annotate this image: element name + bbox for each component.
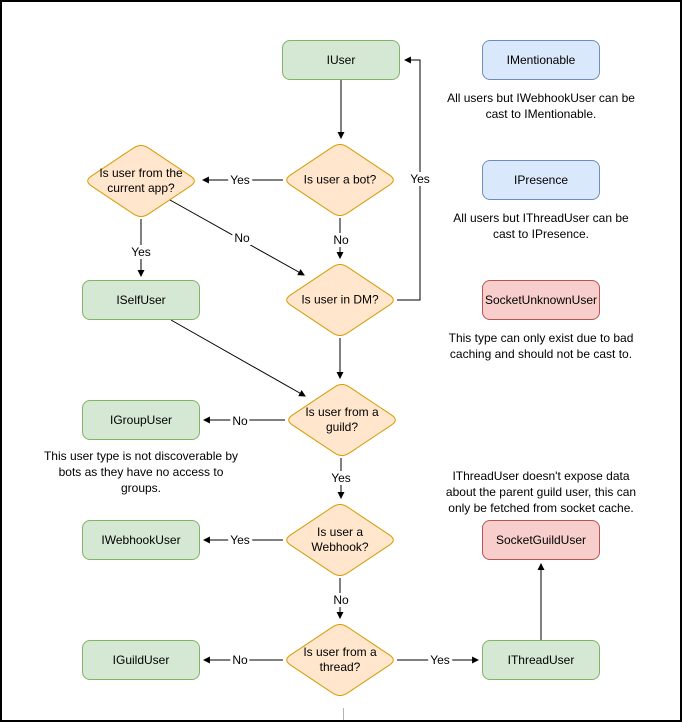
note-ithreaduser: IThreadUser doesn't expose data about th… [421,468,661,516]
decision-is-current-app-label: Is user from the current app? [85,166,197,196]
node-iguilduser-label: IGuildUser [112,653,170,667]
decision-is-webhook-shape [286,503,394,577]
node-ipresence: IPresence [482,160,600,200]
decision-line: Is user from a [305,405,379,419]
edge-label-webhook-no: No [331,593,351,607]
decision-is-dm-shape [286,263,394,337]
node-iuser-label: IUser [326,53,356,67]
page-boundary-tick [343,708,344,720]
note-igroupuser: This user type is not discoverable by bo… [21,448,261,496]
edge-label-guild-yes: Yes [329,471,353,485]
decision-is-thread-label: Is user from a thread? [284,645,396,675]
note-line: about the parent guild user, this can [445,485,637,499]
note-line: cast to IPresence. [492,227,590,241]
node-iwebhookuser: IWebhookUser [82,520,200,560]
edge-label-bot-no: No [331,233,351,247]
note-line: IThreadUser doesn't expose data [452,469,630,483]
edge-label-app-yes: Yes [129,245,153,259]
decision-is-dm-label: Is user in DM? [284,293,396,308]
note-line: only be fetched from socket cache. [448,501,634,515]
node-iselfuser-label: ISelfUser [116,293,166,307]
decision-line: Is user in DM? [301,292,379,307]
edge-label-app-no: No [232,231,252,245]
decision-line: Is user from the [99,166,183,180]
decision-is-bot-label: Is user a bot? [284,173,396,188]
note-line: This type can only exist due to bad [448,331,634,345]
node-iselfuser: ISelfUser [82,280,200,320]
decision-line: Is user from a [303,645,377,659]
node-socketguilduser: SocketGuildUser [482,520,600,560]
note-line: All users but IThreadUser can be [453,211,629,225]
decision-line: Is user a [316,525,364,539]
node-ipresence-label: IPresence [513,173,569,187]
node-iuser: IUser [282,40,400,80]
edge-label-guild-no: No [230,414,250,428]
edge-label-webhook-yes: Yes [228,533,252,547]
node-socketguilduser-label: SocketGuildUser [495,533,587,547]
edge-label-thread-no: No [230,653,250,667]
edge-label-thread-yes: Yes [428,653,452,667]
decision-is-guild-label: Is user from a guild? [286,405,398,435]
decision-is-thread-shape [286,623,394,697]
note-imentionable: All users but IWebhookUser can be cast t… [421,90,661,122]
decision-is-webhook-label: Is user a Webhook? [284,525,396,555]
edge-iselfuser-to-guild [170,319,306,397]
node-ithreaduser-label: IThreadUser [507,653,575,667]
note-socketunknownuser: This type can only exist due to bad cach… [421,330,661,362]
decision-line: guild? [325,420,359,434]
node-imentionable: IMentionable [482,40,600,80]
decision-is-guild-shape [288,383,396,457]
note-line: cast to IMentionable. [485,107,597,121]
note-line: caching and should not be cast to. [449,347,633,361]
decision-is-current-app-shape [87,144,195,218]
node-socketunknownuser-label: SocketUnknownUser [484,293,598,307]
note-ipresence: All users but IThreadUser can be cast to… [421,210,661,242]
note-line: This user type is not discoverable by [43,449,239,463]
decision-line: Is user a bot? [303,172,377,187]
note-line: groups. [120,481,162,495]
decision-line: Webhook? [311,540,369,554]
node-igroupuser-label: IGroupUser [109,413,173,427]
note-line: All users but IWebhookUser can be [447,91,635,105]
note-line: bots as they have no access to [58,465,224,479]
node-ithreaduser: IThreadUser [482,640,600,680]
node-iguilduser: IGuildUser [82,640,200,680]
node-imentionable-label: IMentionable [506,53,576,67]
decision-line: current app? [107,181,175,195]
decision-is-bot-shape [286,143,394,217]
node-igroupuser: IGroupUser [82,400,200,440]
node-iwebhookuser-label: IWebhookUser [101,533,181,547]
edge-label-dm-yes: Yes [408,172,432,186]
edge-label-bot-yes: Yes [228,173,252,187]
decision-line: thread? [319,660,361,674]
node-socketunknownuser: SocketUnknownUser [482,280,600,320]
